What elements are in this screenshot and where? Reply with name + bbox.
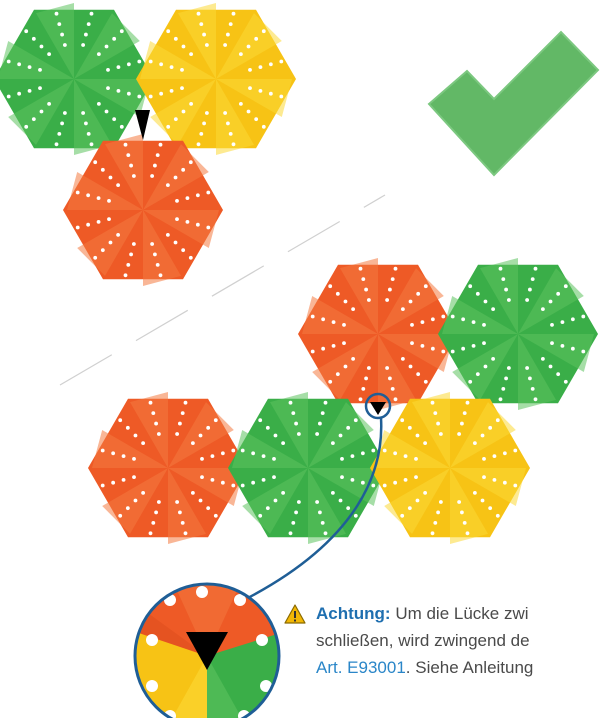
article-link[interactable]: Art. E93001 bbox=[316, 658, 406, 677]
note-line-1: Achtung: Um die Lücke zwi bbox=[286, 600, 602, 627]
hex-tile-yellow bbox=[136, 3, 296, 155]
note-line-2: schließen, wird zwingend de bbox=[286, 627, 602, 654]
hex-tile-green bbox=[228, 392, 388, 544]
top-hex-cluster bbox=[0, 3, 296, 286]
checkmark-icon bbox=[429, 32, 598, 175]
hex-tile-yellow bbox=[370, 392, 530, 544]
note-lead: Achtung: bbox=[316, 604, 391, 623]
hex-tile-orange bbox=[298, 258, 458, 410]
note-line-1-text: Um die Lücke zwi bbox=[391, 604, 529, 623]
warning-icon bbox=[284, 604, 306, 624]
warning-note: Achtung: Um die Lücke zwi schließen, wir… bbox=[286, 600, 602, 681]
hex-tile-orange bbox=[63, 134, 223, 286]
note-line-3-text: . Siehe Anleitung bbox=[406, 658, 534, 677]
note-line-3: Art. E93001. Siehe Anleitung bbox=[286, 654, 602, 681]
bottom-hex-cluster bbox=[88, 258, 598, 544]
hex-tile-green bbox=[0, 3, 154, 155]
zoom-detail bbox=[130, 580, 290, 718]
hex-tile-orange bbox=[88, 392, 248, 544]
hex-tile-green bbox=[438, 258, 598, 410]
